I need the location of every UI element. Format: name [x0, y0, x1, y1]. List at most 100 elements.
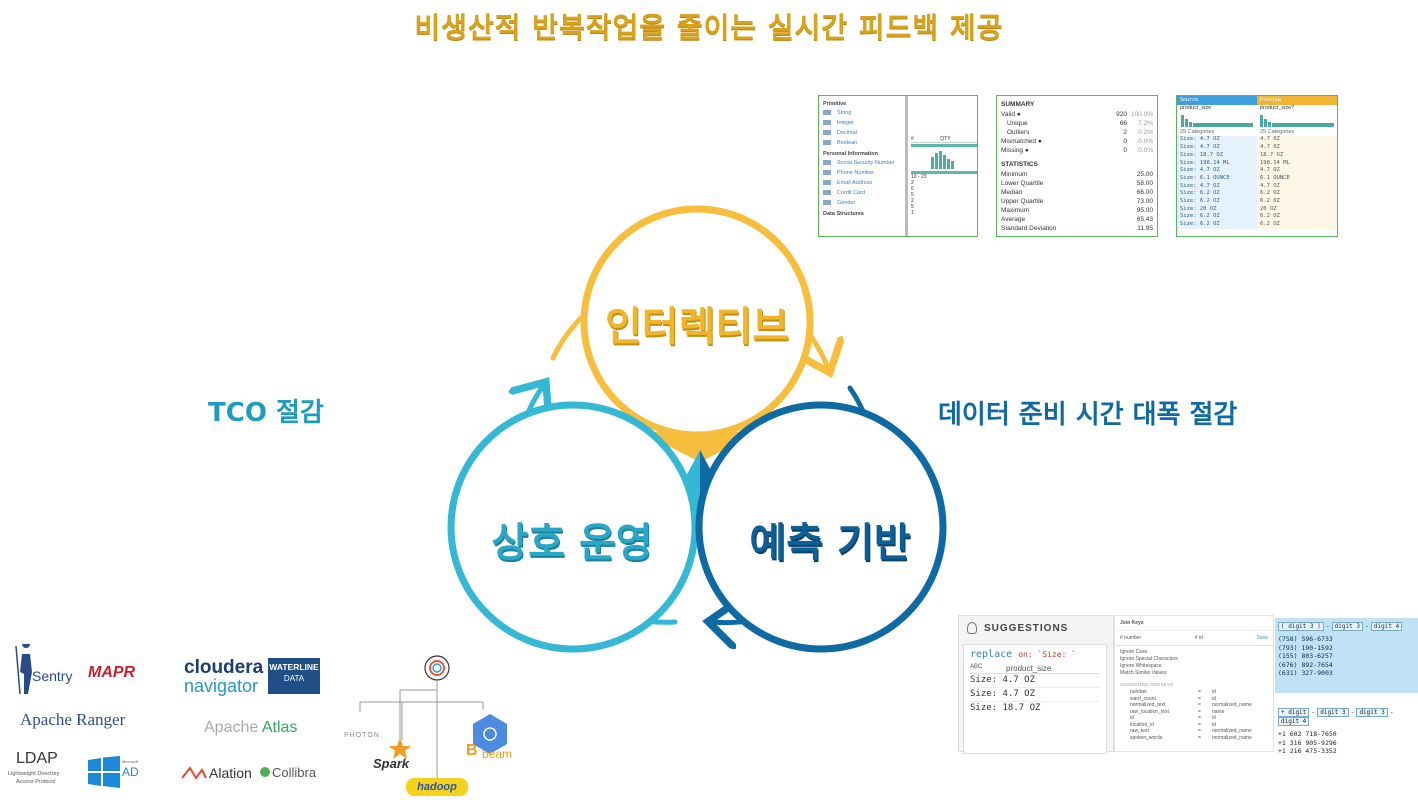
- interactive-circle: [580, 205, 814, 439]
- phone-number: (155) 803-6257: [1278, 652, 1333, 660]
- prep-time-reduction-label: 데이터 준비 시간 대폭 절감: [938, 400, 1238, 430]
- join-option[interactable]: Ignore Case: [1120, 649, 1148, 655]
- pattern-token[interactable]: digit 3: [1317, 708, 1349, 717]
- preview-cell: 4.7 OZ: [1257, 144, 1337, 152]
- phone-number: +1 316 905-9296: [1278, 738, 1337, 747]
- phone-numbers: (758) 596-6733(793) 190-1592(155) 803-62…: [1275, 635, 1418, 678]
- pattern-token[interactable]: digit 3: [1356, 708, 1388, 717]
- category-histograms: [1181, 114, 1334, 127]
- source-cell: Size: 6.2 OZ: [1177, 190, 1257, 199]
- pattern-token[interactable]: -: [1325, 622, 1330, 630]
- pattern-token[interactable]: -: [1364, 622, 1369, 630]
- decimal-icon: [823, 130, 831, 135]
- structures-header: Data Structures: [823, 211, 864, 217]
- phone-number: (793) 190-1592: [1278, 643, 1333, 652]
- type-email[interactable]: Email Address: [823, 180, 905, 186]
- pattern-token[interactable]: ( digit 3 ): [1278, 622, 1324, 631]
- key-pair-row[interactable]: number=id: [1120, 689, 1268, 696]
- statistics-header: STATISTICS: [1001, 161, 1038, 168]
- beam-logo: beam: [482, 747, 513, 761]
- spark-logo: Spark: [373, 756, 410, 771]
- left-key-name: id: [1130, 715, 1134, 721]
- save-link[interactable]: Save: [1256, 635, 1268, 641]
- preview-cell: 4.7 OZ: [1257, 182, 1337, 191]
- equals-sign: =: [1198, 721, 1201, 728]
- key-pair-row[interactable]: ward_count=id: [1120, 696, 1268, 703]
- key-pair-row[interactable]: location_id=id: [1120, 722, 1268, 729]
- intl-pattern-chips[interactable]: + digit-digit 3-digit 3-digit 4: [1275, 704, 1418, 730]
- equals-sign: =: [1198, 715, 1201, 721]
- phone-number: +1 602 718-7650: [1278, 730, 1337, 738]
- left-key-name: number: [1130, 689, 1147, 695]
- type-credit-card[interactable]: Credit Card: [823, 190, 905, 196]
- type-string[interactable]: String: [823, 110, 905, 116]
- page-title: 비생산적 반복작업을 줄이는 실시간 피드백 제공: [414, 11, 1004, 44]
- right-key[interactable]: # id: [1194, 635, 1203, 641]
- lightbulb-icon: [967, 622, 977, 634]
- preview-cell: 18.7 OZ: [1257, 151, 1337, 160]
- preview-cell: 6.1 OUNCE: [1257, 174, 1337, 183]
- key-pair-row[interactable]: normalized_text=normalized_name: [1120, 702, 1268, 709]
- pattern-token[interactable]: -: [1350, 708, 1355, 716]
- type-boolean[interactable]: Boolean: [823, 140, 905, 146]
- navigator-logo: navigator: [184, 676, 259, 696]
- ad-logo: AD: [122, 765, 139, 779]
- pattern-token[interactable]: + digit: [1278, 708, 1310, 717]
- right-key-name: normalized_name: [1212, 728, 1252, 734]
- preview-tab[interactable]: Preview: [1257, 96, 1337, 105]
- microsoft-label: Microsoft: [122, 759, 139, 764]
- source-cell: Size: 18.7 OZ: [1177, 151, 1257, 160]
- equals-sign: =: [1198, 695, 1201, 702]
- preview-column-header: product_size?: [1260, 105, 1295, 111]
- suggestion-argument: on: `Size: `: [1018, 650, 1076, 659]
- type-ssn[interactable]: Social Security Number: [823, 160, 905, 166]
- source-tab[interactable]: Source: [1177, 96, 1257, 105]
- qty-value: 5: [911, 192, 914, 198]
- key-pair-row[interactable]: id=id: [1120, 715, 1268, 722]
- join-option[interactable]: Ignore Whitespace: [1120, 663, 1162, 669]
- preview-cell: 198.14 ML: [1257, 159, 1337, 168]
- preview-cell: 6.2 OZ: [1257, 221, 1337, 229]
- left-key[interactable]: # number: [1120, 635, 1142, 641]
- ldap-subtitle-2: Access Protocol: [16, 779, 56, 785]
- key-pair-row[interactable]: raw_location_text=name: [1120, 709, 1268, 716]
- join-option[interactable]: Match Similar Values: [1120, 670, 1167, 676]
- alation-logo: Alation: [209, 765, 252, 781]
- phone-icon: [823, 170, 831, 175]
- windows-icon: [88, 756, 120, 788]
- pattern-token[interactable]: digit 4: [1278, 717, 1310, 726]
- qty-column-header[interactable]: QTY: [940, 136, 951, 142]
- right-key-name: name: [1212, 708, 1225, 715]
- qty-value: 5: [911, 204, 914, 210]
- pattern-token[interactable]: -: [1311, 708, 1316, 716]
- pattern-token[interactable]: -: [1389, 708, 1394, 716]
- pattern-token[interactable]: digit 3: [1331, 622, 1363, 631]
- equals-sign: =: [1198, 728, 1201, 734]
- type-decimal[interactable]: Decimal: [823, 130, 905, 136]
- source-cell: Size: 198.14 ML: [1177, 159, 1257, 168]
- join-option[interactable]: Ignore Special Characters: [1120, 656, 1178, 662]
- key-pair-row[interactable]: spoken_words=normalized_name: [1120, 735, 1268, 742]
- right-key-name: id: [1212, 695, 1216, 702]
- type-integer[interactable]: Integer: [823, 120, 905, 126]
- key-pair-row[interactable]: raw_text=normalized_name: [1120, 728, 1268, 735]
- type-phone[interactable]: Phone Number: [823, 170, 905, 176]
- beam-b-icon: B: [466, 742, 478, 759]
- mapr-logo: MAPR: [88, 664, 136, 681]
- type-gender[interactable]: Gender: [823, 200, 905, 206]
- pattern-token[interactable]: digit 4: [1370, 622, 1403, 631]
- interop-circle: [447, 401, 699, 653]
- waterline-logo: WATERLINE DATA: [268, 658, 320, 694]
- pattern-chips[interactable]: ( digit 3 )-digit 3-digit 4: [1275, 618, 1418, 635]
